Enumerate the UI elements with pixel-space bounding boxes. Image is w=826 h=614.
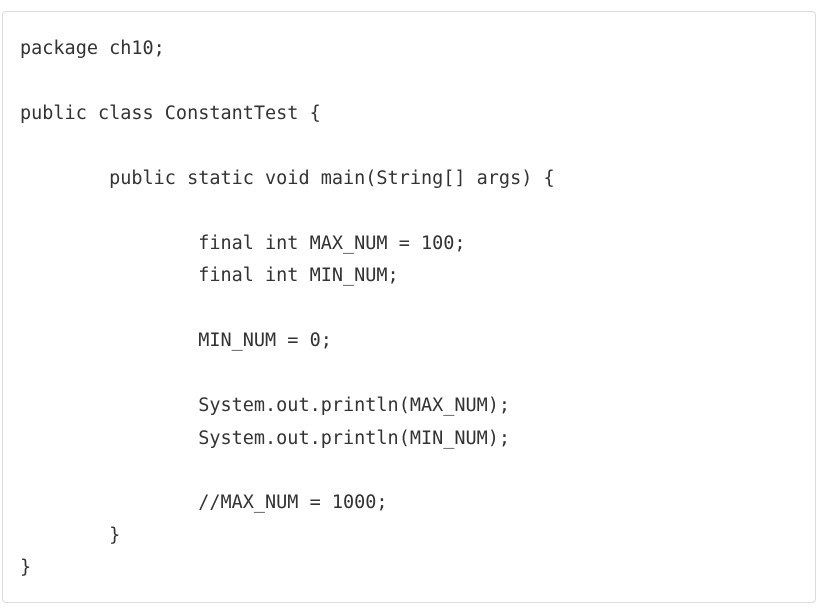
code-line-class-declaration: public class ConstantTest { [20,103,321,124]
code-line-print-min: System.out.println(MIN_NUM); [20,428,511,449]
code-line-max-num-declaration: final int MAX_NUM = 100; [20,233,466,254]
code-line-package: package ch10; [20,38,165,59]
code-line-method-close: } [20,525,121,546]
code-line-print-max: System.out.println(MAX_NUM); [20,395,511,416]
code-line-comment: //MAX_NUM = 1000; [20,492,388,513]
code-line-main-method: public static void main(String[] args) { [20,168,555,189]
code-line-class-close: } [20,557,32,578]
code-line-min-num-assignment: MIN_NUM = 0; [20,330,332,351]
code-block: package ch10; public class ConstantTest … [2,11,816,603]
code-line-min-num-declaration: final int MIN_NUM; [20,265,399,286]
